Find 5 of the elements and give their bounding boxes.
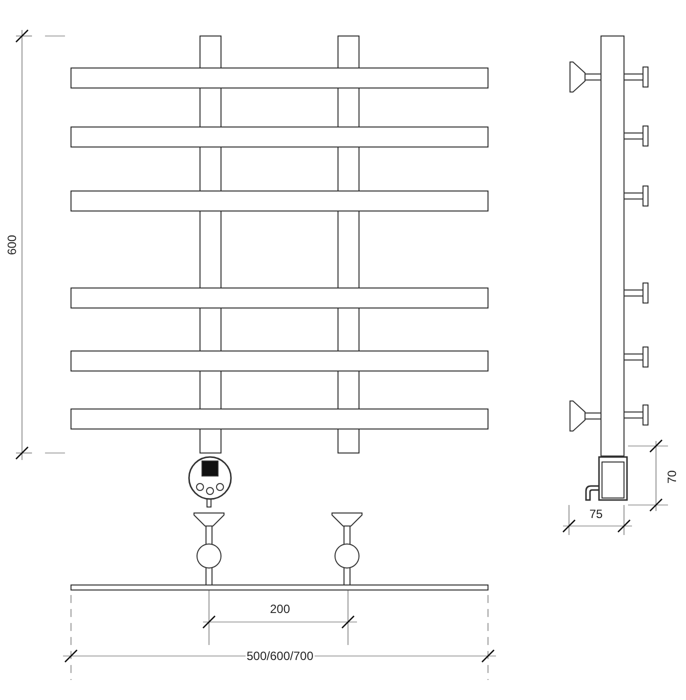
dimension-label: 600	[5, 234, 19, 256]
dimension-label: 75	[588, 507, 604, 521]
dimension-label: 200	[268, 602, 292, 616]
dimension-label: 500/600/700	[246, 649, 314, 663]
dimension-label: 70	[665, 469, 679, 485]
